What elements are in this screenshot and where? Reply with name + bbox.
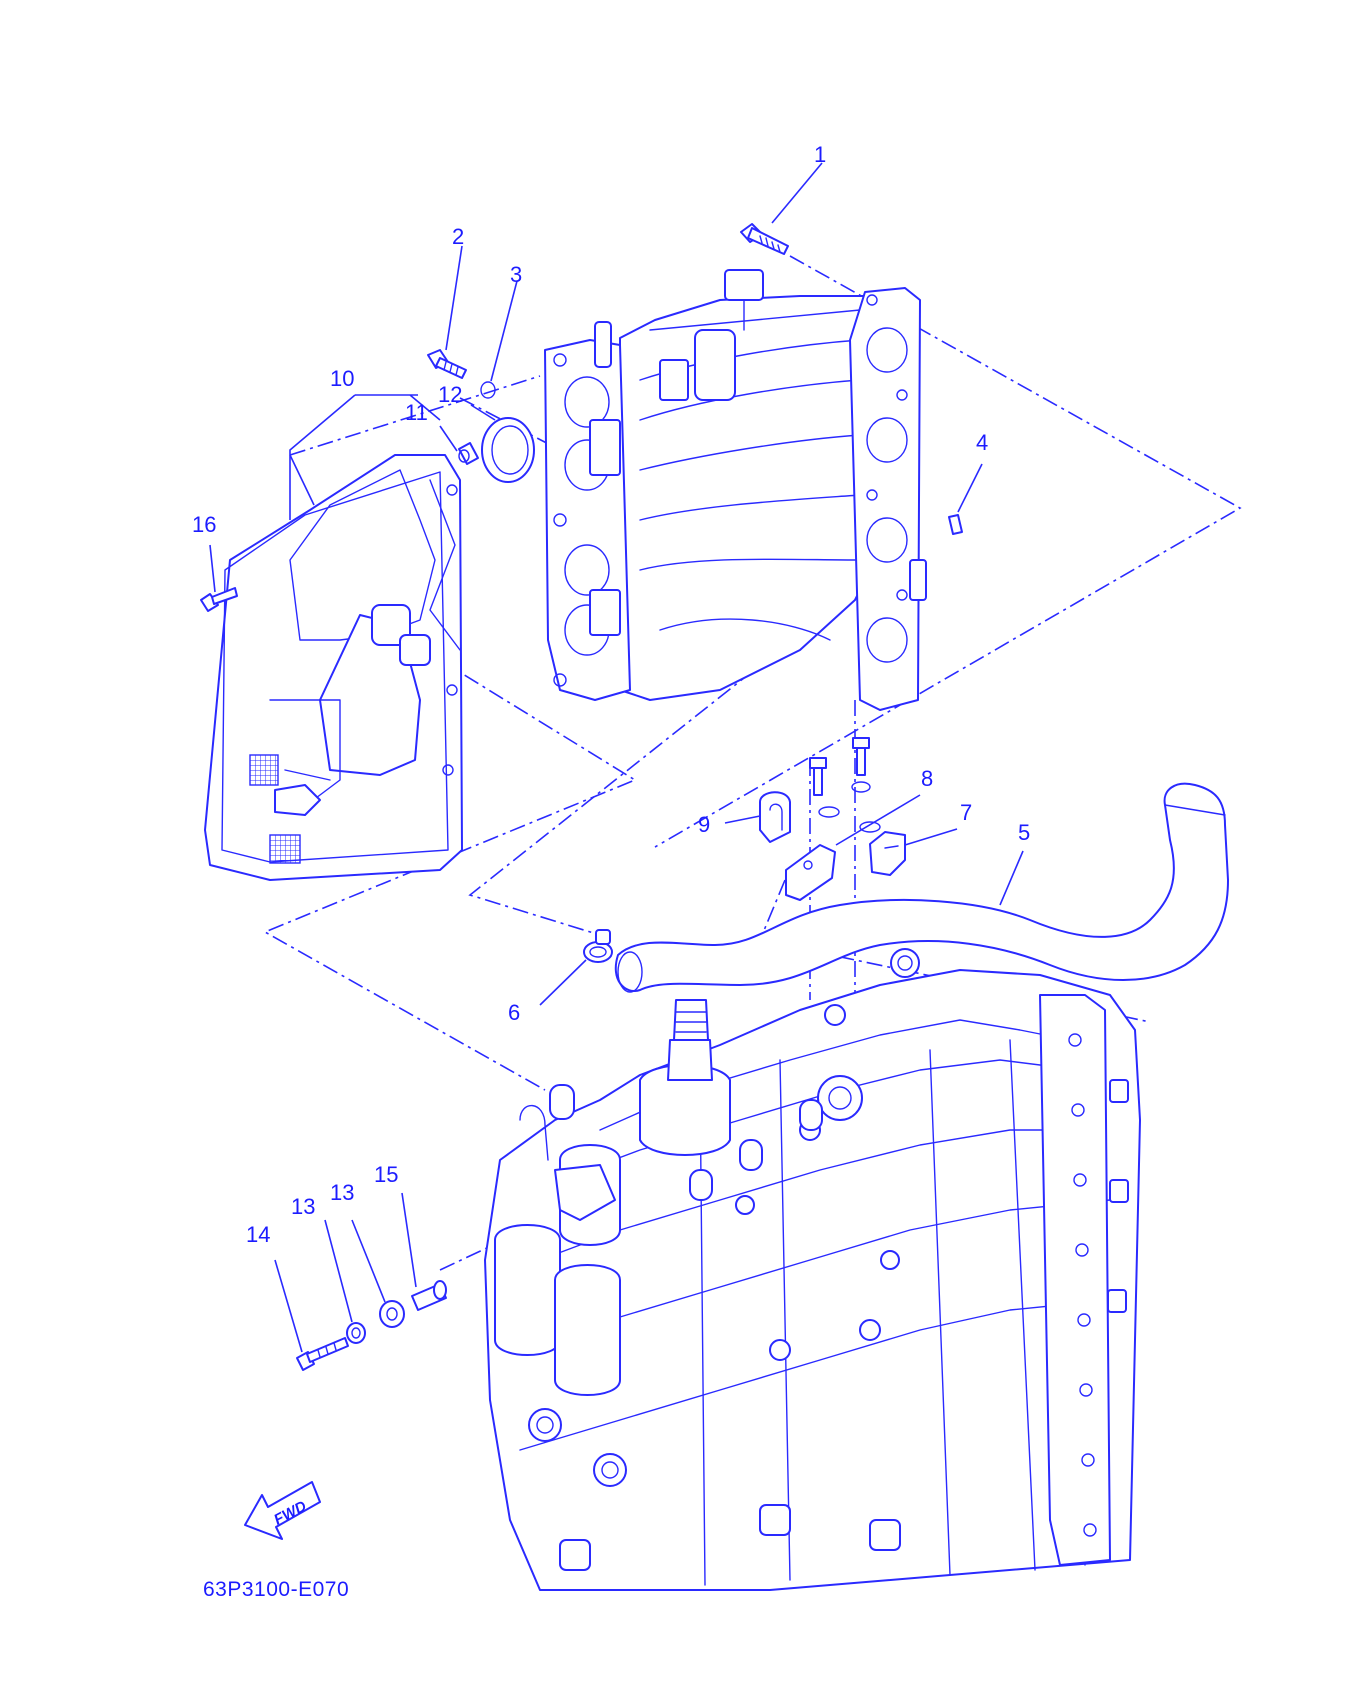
bracket-group xyxy=(759,737,906,901)
part-14-bolt xyxy=(296,1337,349,1371)
part-3-o-ring xyxy=(480,381,496,399)
part-13-grommet xyxy=(379,1300,405,1328)
callout-14: 14 xyxy=(246,1222,270,1247)
engine-block xyxy=(484,948,1141,1591)
callout-5: 5 xyxy=(1018,820,1030,845)
part-15-collar xyxy=(411,1280,447,1311)
leader-lines xyxy=(209,162,1024,1353)
intake-manifold xyxy=(544,269,927,711)
block-flange-holes xyxy=(1068,1033,1097,1537)
throttle-bores xyxy=(553,353,610,687)
callout-13-washer: 13 xyxy=(291,1194,315,1219)
part-16-screw xyxy=(200,587,238,612)
callout-6: 6 xyxy=(508,1000,520,1025)
callout-2: 2 xyxy=(452,224,464,249)
manifold-ports xyxy=(866,294,908,663)
callout-13-grommet: 13 xyxy=(330,1180,354,1205)
part-13-washer xyxy=(346,1322,366,1344)
part-11-collar xyxy=(458,442,479,465)
intake-silencer xyxy=(204,454,463,881)
callout-10: 10 xyxy=(330,366,354,391)
callout-12: 12 xyxy=(438,382,462,407)
callout-3: 3 xyxy=(510,262,522,287)
part-12-grommet xyxy=(481,417,535,483)
callout-1: 1 xyxy=(814,142,826,167)
part-1-bolt xyxy=(740,223,789,255)
part-2-bolt xyxy=(427,349,467,379)
callout-11: 11 xyxy=(405,400,428,425)
part-6-hose-clip xyxy=(583,929,613,963)
callout-labels: 1 2 3 4 5 6 7 8 9 10 11 12 13 13 14 15 1… xyxy=(192,142,1030,1247)
callout-4: 4 xyxy=(976,430,988,455)
callout-8: 8 xyxy=(921,766,933,791)
part-4-dowel-pin xyxy=(948,514,963,535)
drawing-code: 63P3100-E070 xyxy=(203,1578,349,1601)
part-5-hose xyxy=(614,782,1229,993)
callout-16: 16 xyxy=(192,512,216,537)
callout-7: 7 xyxy=(960,800,972,825)
callout-15: 15 xyxy=(374,1162,398,1187)
callout-9: 9 xyxy=(698,812,710,837)
fwd-direction-arrow: FWD xyxy=(244,1481,321,1540)
